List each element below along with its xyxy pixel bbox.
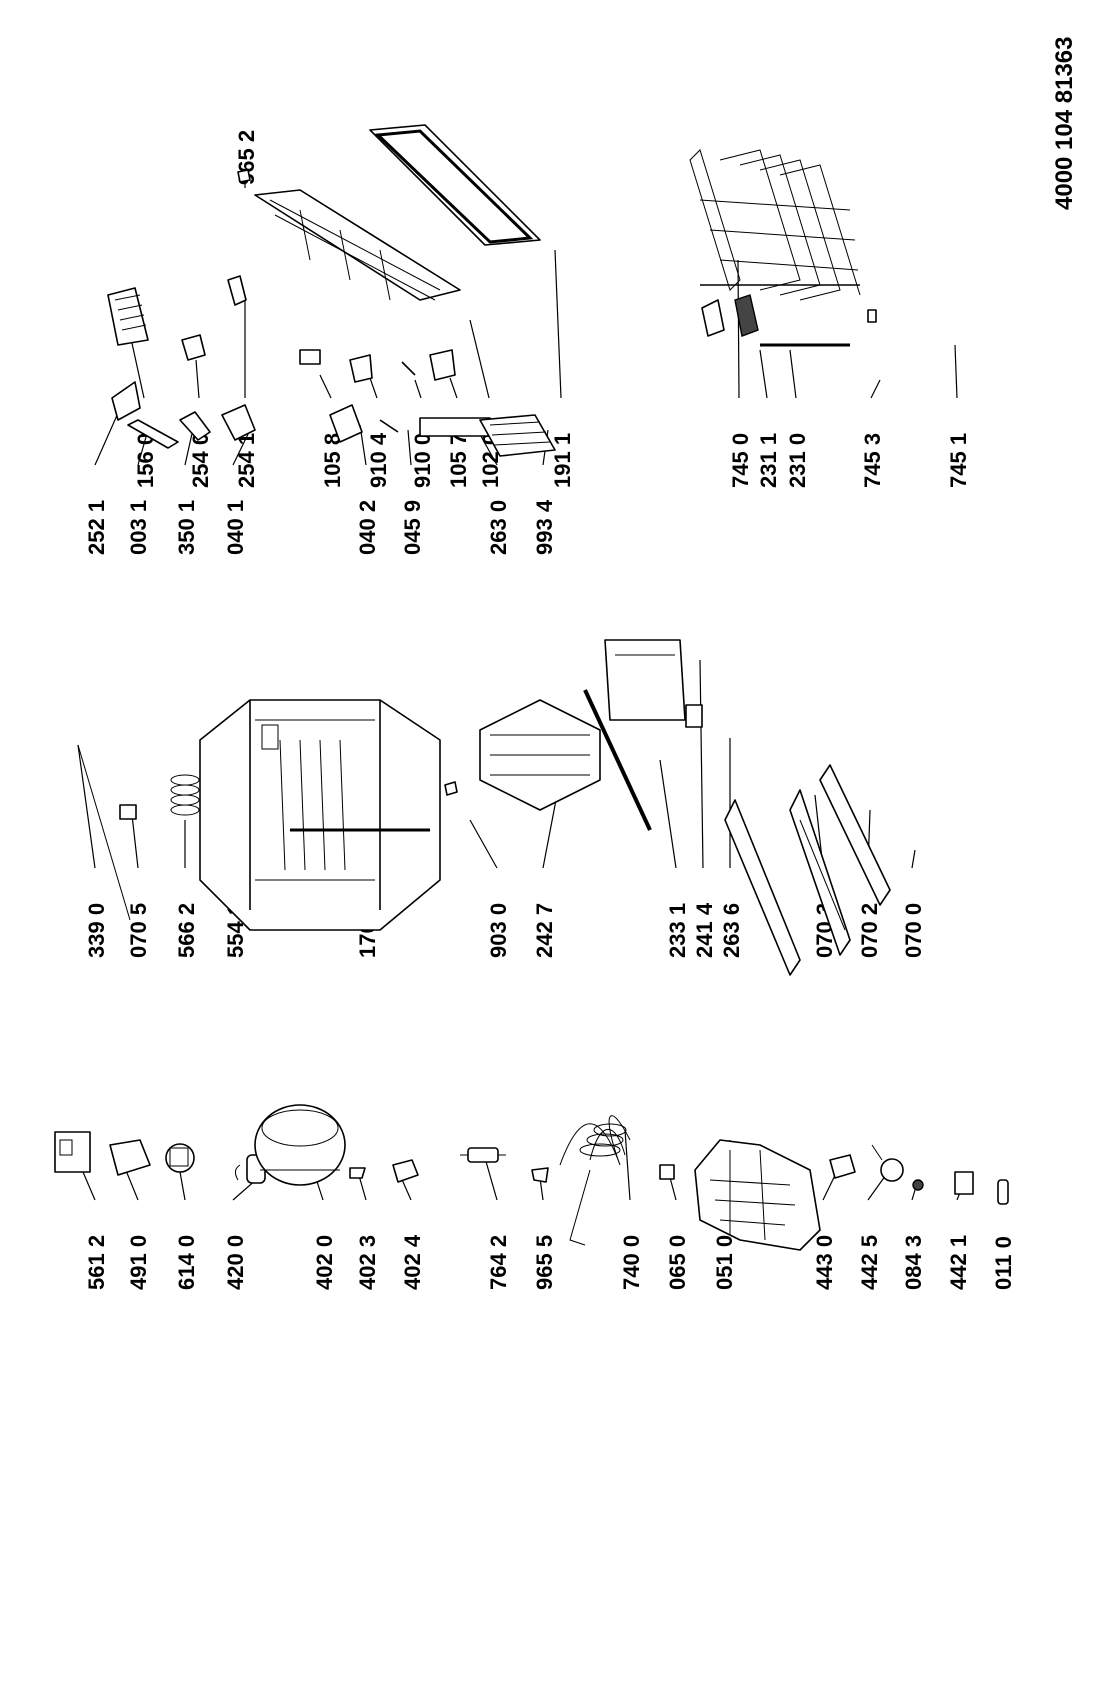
label-339-0: 339 0 — [84, 903, 109, 958]
label-910-4: 910 4 — [366, 432, 391, 488]
label-254-1: 254 1 — [234, 433, 259, 488]
label-191-1: 191 1 — [550, 433, 575, 488]
label-402-4: 402 4 — [400, 1234, 425, 1290]
label-231-0: 231 0 — [785, 433, 810, 488]
label-965-5: 965 5 — [532, 1235, 557, 1290]
label-561-2: 561 2 — [84, 1235, 109, 1290]
column-2-labels: 339 0 070 5 566 2 554 1 170 7 903 0 242 … — [84, 902, 926, 958]
label-443-0: 443 0 — [812, 1235, 837, 1290]
basket-assembly — [689, 149, 877, 347]
column-1-labels: 561 2 491 0 614 0 420 0 402 0 402 3 402 … — [84, 1234, 1016, 1290]
label-252-1: 252 1 — [84, 500, 109, 555]
hinge-assembly — [111, 381, 556, 457]
compressor-assembly — [54, 1104, 1009, 1251]
label-070-2: 070 2 — [857, 903, 882, 958]
label-040-2: 040 2 — [355, 500, 380, 555]
label-566-2: 566 2 — [174, 903, 199, 958]
label-903-0: 903 0 — [486, 903, 511, 958]
label-910-0: 910 0 — [410, 433, 435, 488]
document-number: 4000 104 81363 — [1051, 36, 1078, 210]
label-764-2: 764 2 — [486, 1235, 511, 1290]
top-right-labels: 156 0 254 0 254 1 965 2 105 8 910 4 910 … — [133, 130, 971, 488]
label-745-0: 745 0 — [728, 433, 753, 488]
label-745-3: 745 3 — [860, 433, 885, 488]
label-040-1: 040 1 — [223, 500, 248, 555]
label-263-0: 263 0 — [486, 500, 511, 555]
label-003-1: 003 1 — [126, 500, 151, 555]
label-084-3: 084 3 — [901, 1235, 926, 1290]
label-231-1: 231 1 — [756, 433, 781, 488]
label-993-4: 993 4 — [532, 499, 557, 555]
label-070-5: 070 5 — [126, 903, 151, 958]
cabinet-assembly — [77, 639, 891, 976]
label-070-0: 070 0 — [901, 903, 926, 958]
column-3-labels: 252 1 003 1 350 1 040 1 040 2 045 9 263 … — [84, 499, 557, 555]
leader-lines — [77, 175, 1006, 1201]
label-105-7: 105 7 — [446, 433, 471, 488]
label-242-7: 242 7 — [532, 903, 557, 958]
label-420-0: 420 0 — [223, 1235, 248, 1290]
label-051-0: 051 0 — [712, 1235, 737, 1290]
label-614-0: 614 0 — [174, 1235, 199, 1290]
label-491-0: 491 0 — [126, 1235, 151, 1290]
lid-assembly — [107, 124, 541, 383]
label-442-1: 442 1 — [946, 1235, 971, 1290]
label-045-9: 045 9 — [400, 500, 425, 555]
label-241-4: 241 4 — [692, 902, 717, 958]
label-402-0: 402 0 — [312, 1235, 337, 1290]
label-350-1: 350 1 — [174, 500, 199, 555]
label-402-3: 402 3 — [355, 1235, 380, 1290]
label-011-0: 011 0 — [991, 1236, 1016, 1290]
label-233-1: 233 1 — [665, 903, 690, 958]
label-156-0-main: 156 0 — [133, 433, 158, 488]
label-745-1: 745 1 — [946, 433, 971, 488]
label-254-0: 254 0 — [188, 433, 213, 488]
label-065-0: 065 0 — [665, 1235, 690, 1290]
label-442-5: 442 5 — [857, 1235, 882, 1290]
label-740-0: 740 0 — [619, 1235, 644, 1290]
label-263-6: 263 6 — [719, 903, 744, 958]
